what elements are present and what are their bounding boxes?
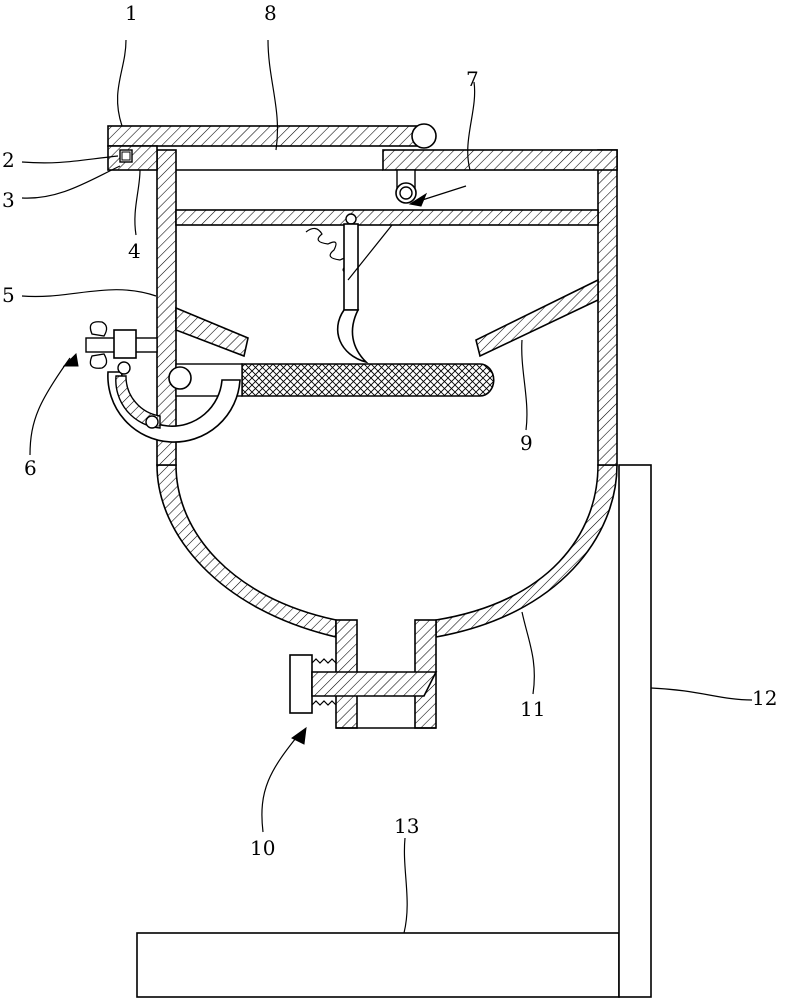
scraper-arm xyxy=(305,213,393,364)
label-12: 12 xyxy=(752,686,777,710)
funnel-plates xyxy=(175,278,599,358)
lid xyxy=(107,123,437,171)
main-housing xyxy=(156,149,618,466)
leader-lines xyxy=(21,39,753,934)
label-9: 9 xyxy=(520,431,533,455)
base-plate xyxy=(136,932,620,998)
bowl xyxy=(156,464,618,639)
label-2: 2 xyxy=(2,148,15,172)
label-10: 10 xyxy=(250,836,275,860)
label-11: 11 xyxy=(520,697,545,721)
side-handle xyxy=(85,321,241,443)
crossbar xyxy=(175,169,599,226)
label-6: 6 xyxy=(24,456,37,480)
part-labels: 1 2 3 4 5 6 7 8 9 10 11 12 13 xyxy=(2,1,777,860)
label-5: 5 xyxy=(2,283,15,307)
label-8: 8 xyxy=(264,1,277,25)
label-7: 7 xyxy=(466,67,479,91)
sieve-mesh xyxy=(168,363,495,397)
support-column xyxy=(618,464,652,998)
label-1: 1 xyxy=(125,1,138,25)
label-13: 13 xyxy=(394,814,419,838)
valve xyxy=(289,654,438,714)
label-4: 4 xyxy=(128,239,141,263)
label-3: 3 xyxy=(2,188,15,212)
